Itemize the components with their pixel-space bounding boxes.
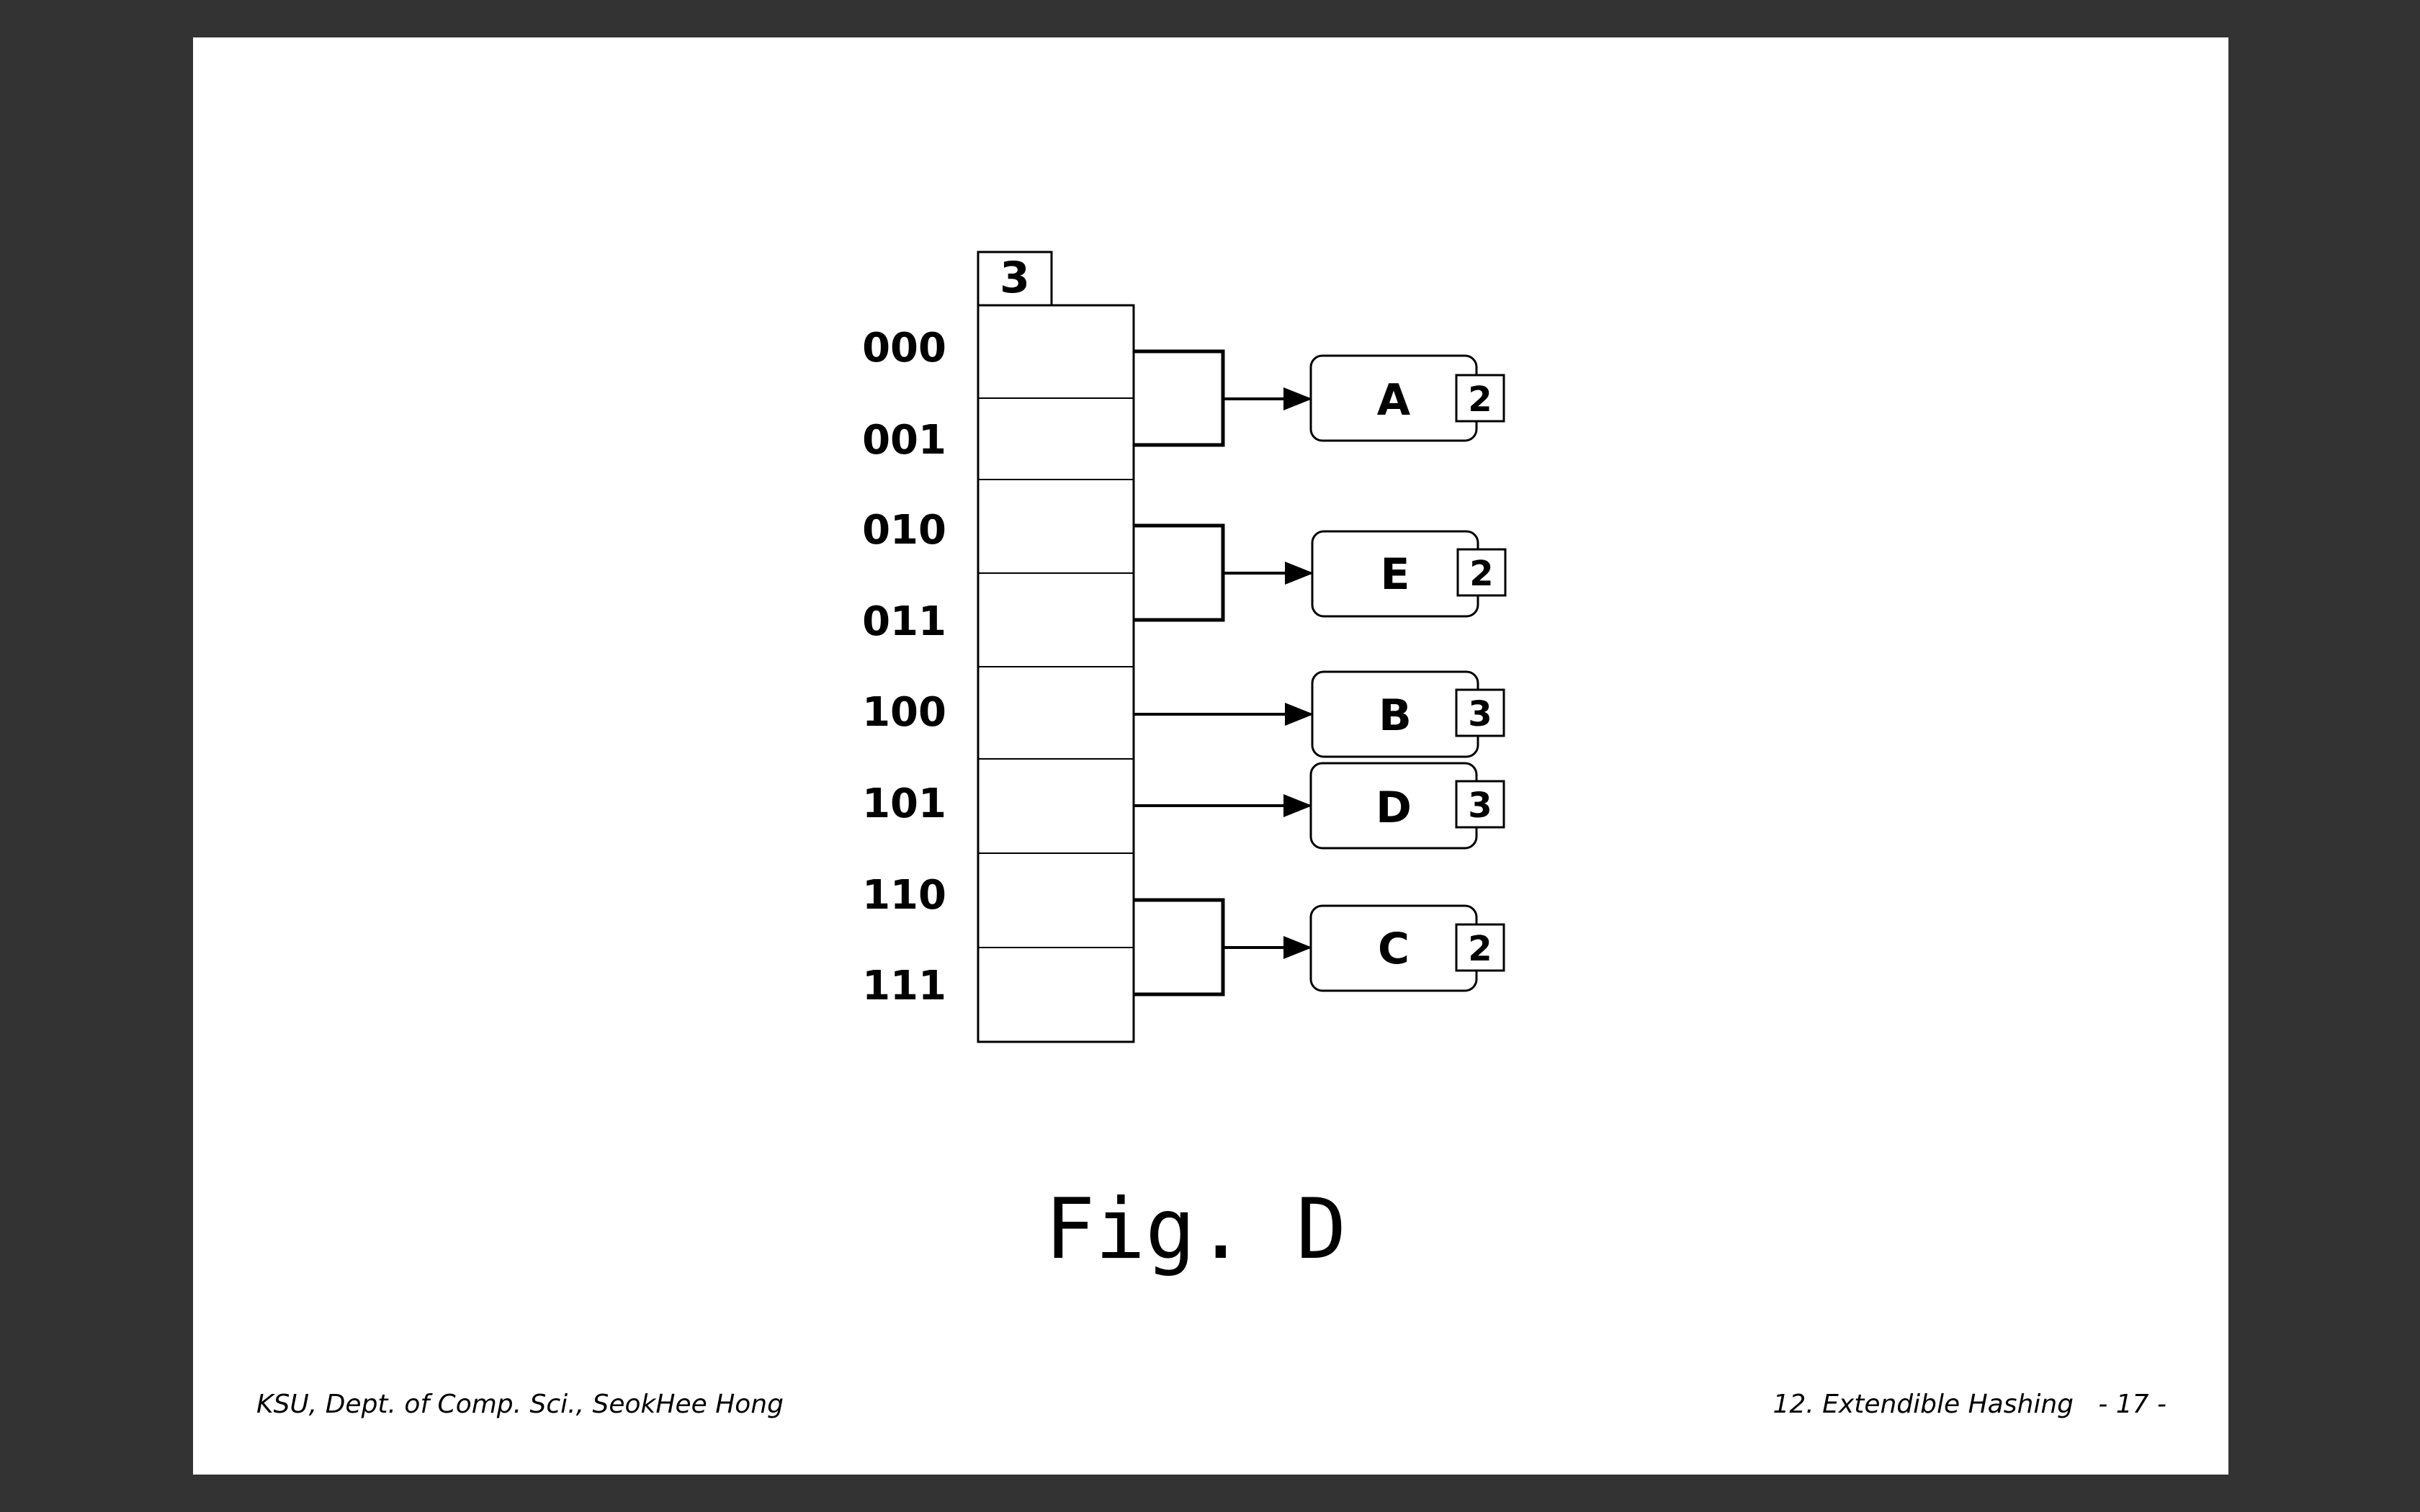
figure-caption: Fig. D — [1044, 1181, 1347, 1278]
footer-page-info: 12. Extendible Hashing - 17 - — [1773, 1390, 2166, 1419]
slide-page — [193, 37, 2228, 1475]
footer-author: KSU, Dept. of Comp. Sci., SeokHee Hong — [256, 1390, 784, 1419]
